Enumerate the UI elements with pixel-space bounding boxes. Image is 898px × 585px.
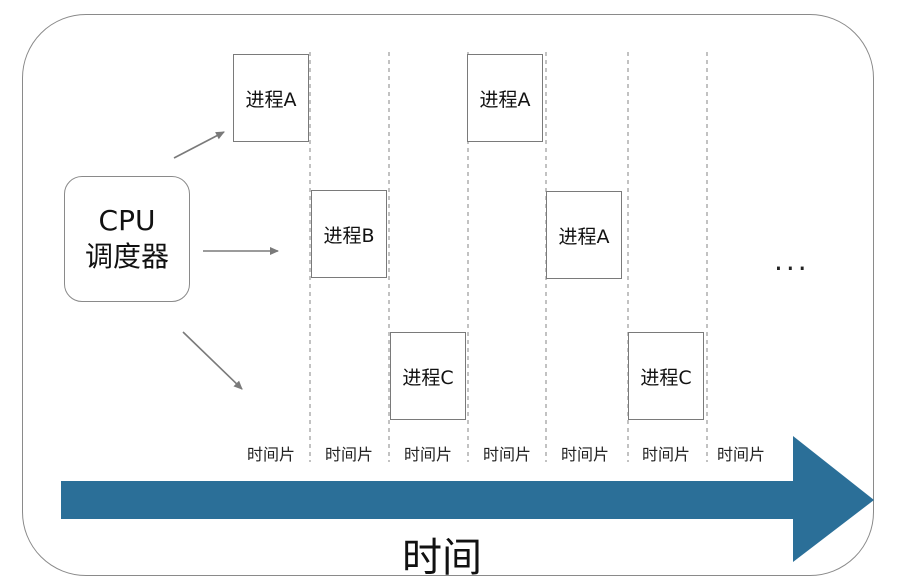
process-box: 进程B — [311, 190, 387, 278]
time-arrow — [61, 436, 874, 562]
process-box: 进程A — [233, 54, 309, 142]
process-box: 进程A — [546, 191, 622, 279]
time-axis-label: 时间 — [402, 535, 482, 581]
process-box: 进程C — [628, 332, 704, 420]
time-slice-label: 时间片 — [246, 445, 295, 464]
ellipsis: ··· — [774, 252, 810, 285]
time-slice-label: 时间片 — [716, 445, 765, 464]
process-box: 进程C — [390, 332, 466, 420]
cpu-scheduler: CPU 调度器 — [64, 176, 190, 302]
time-slice-label: 时间片 — [403, 445, 452, 464]
diagram-frame — [22, 14, 874, 576]
time-slice-label: 时间片 — [324, 445, 373, 464]
time-slice-label: 时间片 — [482, 445, 531, 464]
time-slice-label: 时间片 — [560, 445, 609, 464]
dispatch-arrow-down — [182, 331, 243, 390]
time-slice-label: 时间片 — [641, 445, 690, 464]
scheduler-line2: 调度器 — [84, 240, 169, 273]
scheduler-line1: CPU — [98, 204, 156, 237]
dispatch-arrow-up — [173, 131, 225, 159]
process-box: 进程A — [467, 54, 543, 142]
